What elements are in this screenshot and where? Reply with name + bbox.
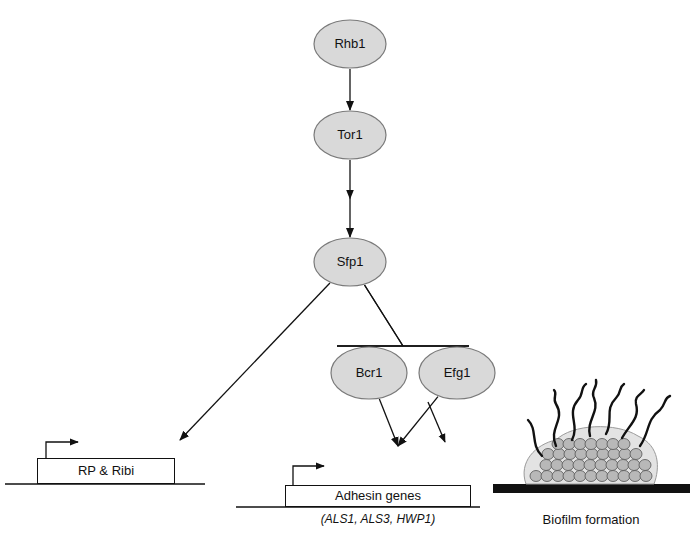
yeast-cells — [530, 439, 652, 482]
yeast-cell — [563, 471, 575, 482]
protein-ellipse: Rhb1 — [313, 19, 387, 69]
yeast-cell — [629, 471, 641, 482]
yeast-cell — [585, 471, 597, 482]
node-text: Tor1 — [337, 128, 362, 143]
yeast-cell — [608, 449, 620, 460]
yeast-cell — [530, 471, 542, 482]
protein-ellipse: Bcr1 — [330, 346, 408, 400]
activation-arrow — [379, 399, 398, 446]
yeast-cell — [640, 471, 652, 482]
inhibition-line — [365, 285, 403, 346]
yeast-cell — [607, 439, 619, 450]
activation-arrow — [349, 160, 350, 237]
yeast-cell — [585, 439, 597, 450]
yeast-cell — [628, 460, 640, 471]
protein-ellipse: Tor1 — [313, 110, 387, 160]
node-text: Bcr1 — [356, 366, 383, 381]
activation-arrow — [180, 283, 330, 440]
caption-label: Biofilm formation — [543, 512, 640, 527]
yeast-cell — [618, 471, 630, 482]
yeast-cell — [607, 471, 619, 482]
yeast-cell — [584, 460, 596, 471]
yeast-cell — [551, 460, 563, 471]
inhibition-line — [365, 285, 403, 346]
yeast-cell — [541, 471, 553, 482]
yeast-cell — [596, 439, 608, 450]
yeast-cell — [574, 439, 586, 450]
yeast-cell — [573, 460, 585, 471]
yeast-cell — [574, 471, 586, 482]
yeast-cell — [562, 460, 574, 471]
yeast-cell — [639, 460, 651, 471]
gene-box: Adhesin genes — [285, 485, 471, 507]
protein-ellipse: Efg1 — [418, 346, 496, 400]
hyphae — [528, 380, 670, 456]
gene-list: (ALS1, ALS3, HWP1) — [321, 512, 435, 526]
yeast-cell — [597, 449, 609, 460]
yeast-cell — [553, 449, 565, 460]
node-text: Adhesin genes — [335, 489, 421, 504]
activation-arrow — [398, 397, 438, 446]
yeast-cell — [617, 460, 629, 471]
yeast-cell — [618, 439, 630, 450]
node-text: Efg1 — [444, 366, 471, 381]
node-text: RP & Ribi — [78, 464, 134, 479]
yeast-cell — [564, 449, 576, 460]
yeast-cell — [619, 449, 631, 460]
yeast-cell — [595, 460, 607, 471]
substrate — [493, 484, 690, 493]
yeast-cell — [552, 471, 564, 482]
yeast-cell — [630, 449, 642, 460]
yeast-cell — [542, 449, 554, 460]
biofilm-arrow — [428, 402, 445, 442]
yeast-cell — [606, 460, 618, 471]
yeast-cell — [575, 449, 587, 460]
activation-arrow — [349, 69, 350, 110]
yeast-cell — [596, 471, 608, 482]
gene-box: RP & Ribi — [37, 458, 175, 484]
node-text: Sfp1 — [337, 255, 364, 270]
yeast-cell — [540, 460, 552, 471]
node-text: Rhb1 — [334, 37, 365, 52]
yeast-cell — [586, 449, 598, 460]
protein-ellipse: Sfp1 — [313, 237, 387, 287]
